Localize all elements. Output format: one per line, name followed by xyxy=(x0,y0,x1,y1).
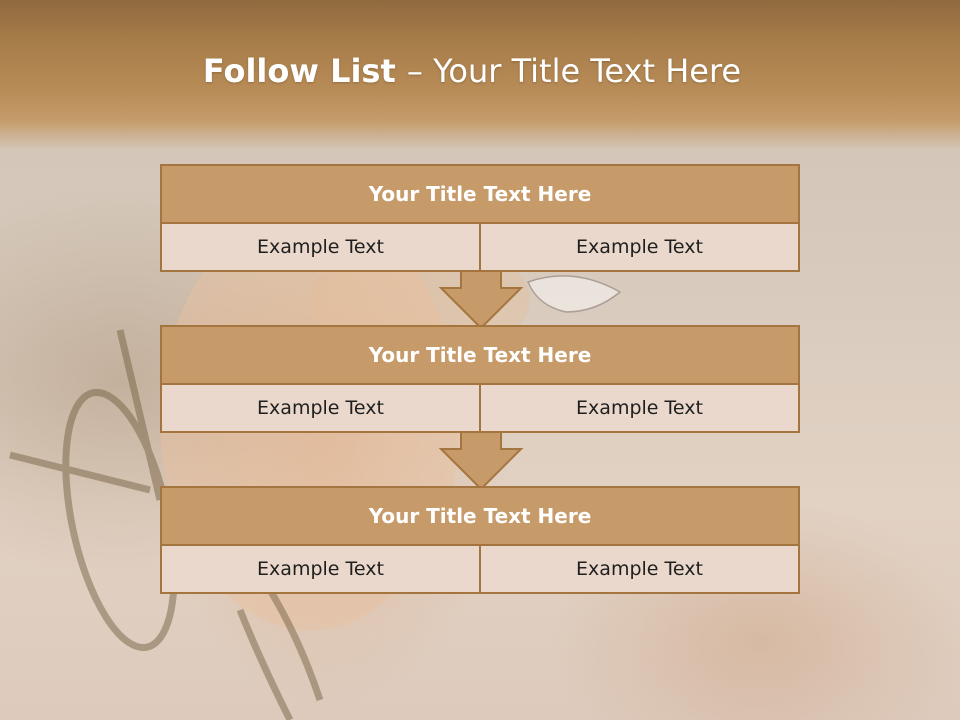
flow-step-cell-right: Example Text xyxy=(479,546,798,592)
page-title: Follow List – Your Title Text Here xyxy=(0,52,944,90)
flow-step-row: Example Text Example Text xyxy=(162,546,798,592)
flow-step-title: Your Title Text Here xyxy=(162,488,798,546)
flow-step-cell-left: Example Text xyxy=(257,397,384,419)
flow-step-1: Your Title Text Here Example Text Exampl… xyxy=(160,164,800,272)
flow-step-title: Your Title Text Here xyxy=(162,327,798,385)
flow-step-2: Your Title Text Here Example Text Exampl… xyxy=(160,325,800,433)
down-arrow-icon xyxy=(438,431,524,491)
flow-step-cell-right: Example Text xyxy=(479,385,798,431)
page-title-strong: Follow List xyxy=(202,52,407,90)
flow-step-cell-left: Example Text xyxy=(257,236,384,258)
flow-step-row: Example Text Example Text xyxy=(162,385,798,431)
flow-step-cell-left: Example Text xyxy=(257,558,384,580)
flow-step-row: Example Text Example Text xyxy=(162,224,798,270)
flow-step-3: Your Title Text Here Example Text Exampl… xyxy=(160,486,800,594)
down-arrow-icon xyxy=(438,270,524,330)
header-band xyxy=(0,0,960,150)
flow-step-cell-right: Example Text xyxy=(479,224,798,270)
flow-step-title: Your Title Text Here xyxy=(162,166,798,224)
page-title-rest: – Your Title Text Here xyxy=(406,52,742,90)
